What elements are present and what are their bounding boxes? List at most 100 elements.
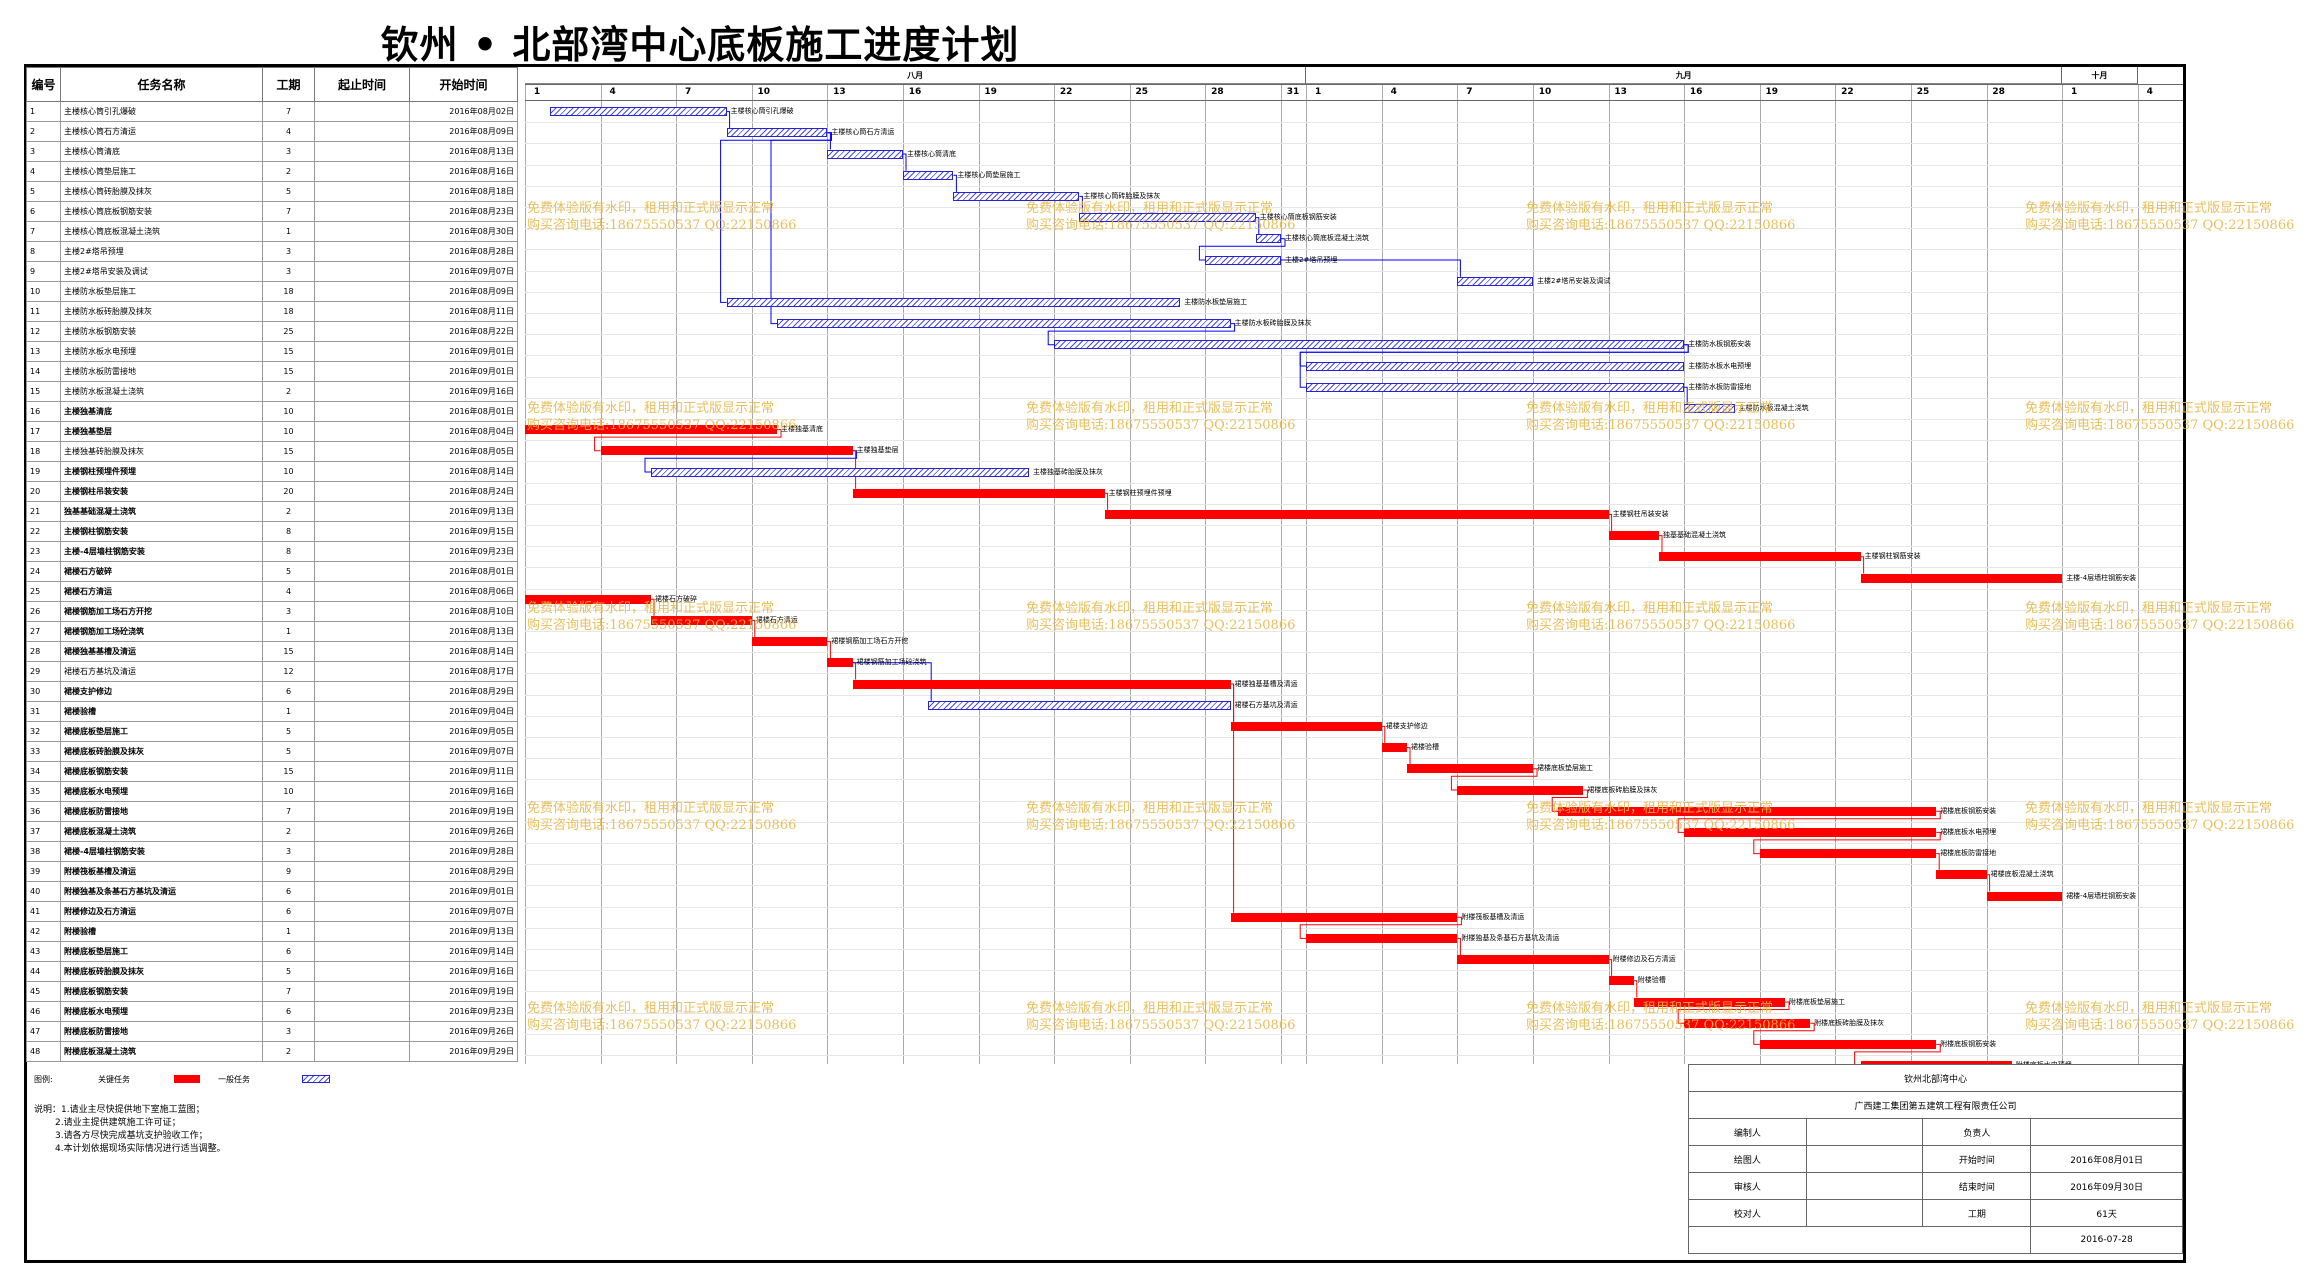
normal-task-bar[interactable] — [1255, 234, 1281, 244]
critical-task-bar[interactable] — [1457, 785, 1584, 795]
normal-task-bar[interactable] — [1306, 361, 1685, 371]
critical-task-bar[interactable] — [1684, 827, 1937, 837]
normal-task-bar[interactable] — [651, 467, 1029, 477]
normal-task-bar[interactable] — [726, 297, 1181, 307]
critical-task-bar[interactable] — [651, 615, 752, 625]
col-header-duration[interactable]: 工期 — [262, 67, 315, 102]
critical-task-bar[interactable] — [525, 594, 651, 604]
critical-task-bar[interactable] — [1759, 849, 1937, 859]
normal-task-bar[interactable] — [1205, 255, 1281, 265]
critical-task-bar[interactable] — [827, 658, 853, 668]
task-duration: 8 — [262, 541, 315, 562]
critical-task-bar[interactable] — [1306, 933, 1458, 943]
critical-task-bar[interactable] — [1230, 721, 1382, 731]
normal-task-bar[interactable] — [1054, 340, 1685, 350]
critical-task-bar[interactable] — [852, 488, 1105, 498]
critical-task-bar[interactable] — [1633, 997, 1785, 1007]
critical-task-bar[interactable] — [1407, 764, 1533, 774]
critical-task-bar[interactable] — [1608, 531, 1659, 541]
col-header-name[interactable]: 任务名称 — [60, 67, 263, 102]
critical-task-bar[interactable] — [1860, 573, 2063, 583]
normal-task-bar[interactable] — [1457, 276, 1533, 286]
critical-task-bar[interactable] — [1659, 552, 1861, 562]
critical-task-bar[interactable] — [1684, 1018, 1811, 1028]
critical-task-bar[interactable] — [751, 637, 828, 647]
critical-task-bar[interactable] — [1759, 1039, 1937, 1049]
critical-task-bar[interactable] — [1608, 976, 1634, 986]
critical-task-bar[interactable] — [1936, 870, 1987, 880]
critical-task-bar[interactable] — [1986, 891, 2063, 901]
critical-task-bar[interactable] — [852, 679, 1231, 689]
normal-task-bar[interactable] — [953, 191, 1080, 201]
critical-task-bar[interactable] — [525, 425, 777, 435]
normal-task-bar[interactable] — [1079, 213, 1256, 223]
normal-task-bar[interactable] — [1306, 382, 1685, 392]
normal-task-bar[interactable] — [928, 700, 1231, 710]
normal-task-bar[interactable] — [777, 319, 1231, 329]
normal-task-bar[interactable] — [827, 149, 903, 159]
critical-task-bar[interactable] — [1104, 509, 1609, 519]
normal-task-bar[interactable] — [1684, 403, 1735, 413]
critical-task-bar[interactable] — [600, 446, 853, 456]
critical-task-bar[interactable] — [1457, 955, 1609, 965]
critical-task-bar[interactable] — [1381, 743, 1407, 753]
col-header-start[interactable]: 开始时间 — [409, 67, 518, 102]
critical-task-bar[interactable] — [1230, 912, 1458, 922]
critical-task-bar[interactable] — [1860, 1061, 2012, 1064]
normal-task-bar[interactable] — [903, 170, 954, 180]
critical-task-bar[interactable] — [1558, 806, 1937, 816]
normal-task-bar[interactable] — [726, 128, 828, 138]
col-header-range[interactable]: 起止时间 — [314, 67, 410, 102]
normal-task-bar[interactable] — [550, 107, 727, 117]
col-header-id[interactable]: 编号 — [26, 67, 61, 102]
